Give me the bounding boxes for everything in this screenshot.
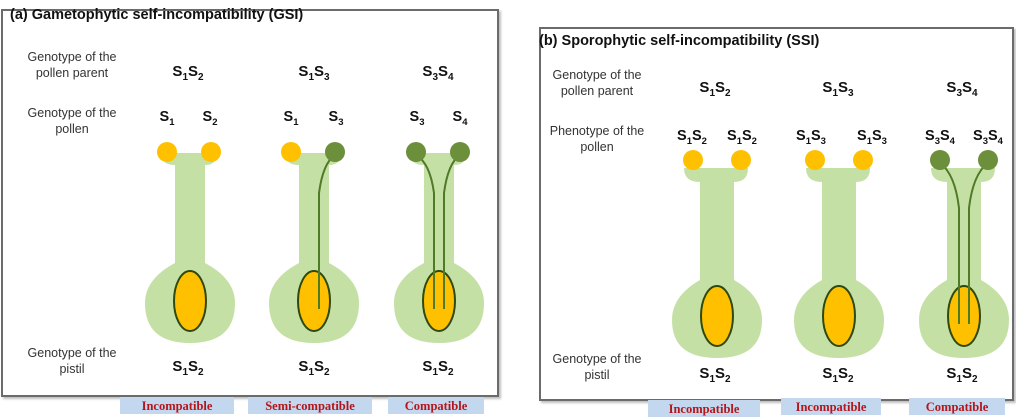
ssi-label-pollen: Phenotype of the pollen xyxy=(543,123,651,155)
gsi-title: (a) Gametophytic self-incompatibility (G… xyxy=(10,7,303,23)
gsi-label-pollen-parent: Genotype of the pollen parent xyxy=(13,49,131,81)
gsi-panel: (a) Gametophytic self-incompatibility (G… xyxy=(1,9,499,397)
ssi-label-pollen-parent: Genotype of the pollen parent xyxy=(543,67,651,99)
gsi-label-pistil: Genotype of the pistil xyxy=(13,345,131,377)
ovule xyxy=(423,271,455,331)
pollen-grain-left xyxy=(281,142,301,162)
gsi-label-pollen-parent-line1: Genotype of the xyxy=(13,49,131,65)
ovule xyxy=(948,286,980,346)
ssi-col3-result: Compatible xyxy=(909,398,1005,415)
ssi-col1-pistil xyxy=(672,148,762,360)
ssi-label-pollen-parent-line1: Genotype of the xyxy=(543,67,651,83)
gsi-col2-pistil xyxy=(269,133,359,345)
gsi-col1-pollen-left-label: S1 xyxy=(160,109,175,128)
ssi-title: (b) Sporophytic self-incompatibility (SS… xyxy=(539,33,819,49)
pollen-grain-right xyxy=(853,150,873,170)
gsi-label-pollen-line1: Genotype of the xyxy=(13,105,131,121)
pollen-grain-left xyxy=(805,150,825,170)
ssi-label-pistil-line1: Genotype of the xyxy=(543,351,651,367)
pollen-grain-right xyxy=(731,150,751,170)
pollen-grain-left xyxy=(406,142,426,162)
pollen-grain-left xyxy=(930,150,950,170)
ovule xyxy=(298,271,330,331)
gsi-col3-result: Compatible xyxy=(388,397,484,414)
gsi-col1-parent-genotype: S1S2 xyxy=(172,63,203,83)
ssi-col3-parent-genotype: S3S4 xyxy=(946,79,977,99)
gsi-col1-result: Incompatible xyxy=(120,397,234,414)
ovule xyxy=(174,271,206,331)
pollen-grain-right xyxy=(325,142,345,162)
gsi-col2-parent-genotype: S1S3 xyxy=(298,63,329,83)
pollen-grain-right xyxy=(978,150,998,170)
gsi-col2-result: Semi-compatible xyxy=(248,397,372,414)
ssi-label-pollen-line2: pollen xyxy=(543,139,651,155)
pollen-grain-left xyxy=(157,142,177,162)
gsi-label-pistil-line2: pistil xyxy=(13,361,131,377)
gsi-col3-pistil xyxy=(394,133,484,345)
ovule xyxy=(823,286,855,346)
gsi-col3-pollen-right-label: S4 xyxy=(453,109,468,128)
ssi-col3-pollen-left-label: S3S4 xyxy=(925,128,955,147)
ssi-col3-pollen-right-label: S3S4 xyxy=(973,128,1003,147)
ssi-col2-result: Incompatible xyxy=(781,398,881,415)
ssi-label-pistil: Genotype of the pistil xyxy=(543,351,651,383)
pollen-grain-right xyxy=(201,142,221,162)
gsi-label-pollen-parent-line2: pollen parent xyxy=(13,65,131,81)
ovule xyxy=(701,286,733,346)
ssi-label-pollen-parent-line2: pollen parent xyxy=(543,83,651,99)
gsi-col1-pistil xyxy=(145,133,235,345)
gsi-col2-pollen-right-label: S3 xyxy=(329,109,344,128)
gsi-col3-parent-genotype: S3S4 xyxy=(422,63,453,83)
ssi-col3-pistil xyxy=(919,148,1009,360)
ssi-col1-parent-genotype: S1S2 xyxy=(699,79,730,99)
ssi-col2-parent-genotype: S1S3 xyxy=(822,79,853,99)
ssi-col1-pollen-right-label: S1S2 xyxy=(727,128,757,147)
gsi-col2-pollen-left-label: S1 xyxy=(284,109,299,128)
ssi-col3-pistil-genotype: S1S2 xyxy=(946,365,977,385)
ssi-label-pollen-line1: Phenotype of the xyxy=(543,123,651,139)
ssi-col1-pollen-left-label: S1S2 xyxy=(677,128,707,147)
ssi-col2-pollen-right-label: S1S3 xyxy=(857,128,887,147)
gsi-col2-pistil-genotype: S1S2 xyxy=(298,358,329,378)
ssi-label-pistil-line2: pistil xyxy=(543,367,651,383)
gsi-label-pollen-line2: pollen xyxy=(13,121,131,137)
ssi-col2-pollen-left-label: S1S3 xyxy=(796,128,826,147)
ssi-col2-pistil-genotype: S1S2 xyxy=(822,365,853,385)
gsi-label-pollen: Genotype of the pollen xyxy=(13,105,131,137)
gsi-label-pistil-line1: Genotype of the xyxy=(13,345,131,361)
pollen-grain-left xyxy=(683,150,703,170)
ssi-panel: (b) Sporophytic self-incompatibility (SS… xyxy=(539,27,1014,401)
gsi-col3-pistil-genotype: S1S2 xyxy=(422,358,453,378)
ssi-col2-pistil xyxy=(794,148,884,360)
gsi-col1-pistil-genotype: S1S2 xyxy=(172,358,203,378)
gsi-col1-pollen-right-label: S2 xyxy=(203,109,218,128)
ssi-col1-result: Incompatible xyxy=(648,400,760,417)
ssi-col1-pistil-genotype: S1S2 xyxy=(699,365,730,385)
gsi-col3-pollen-left-label: S3 xyxy=(410,109,425,128)
pollen-grain-right xyxy=(450,142,470,162)
